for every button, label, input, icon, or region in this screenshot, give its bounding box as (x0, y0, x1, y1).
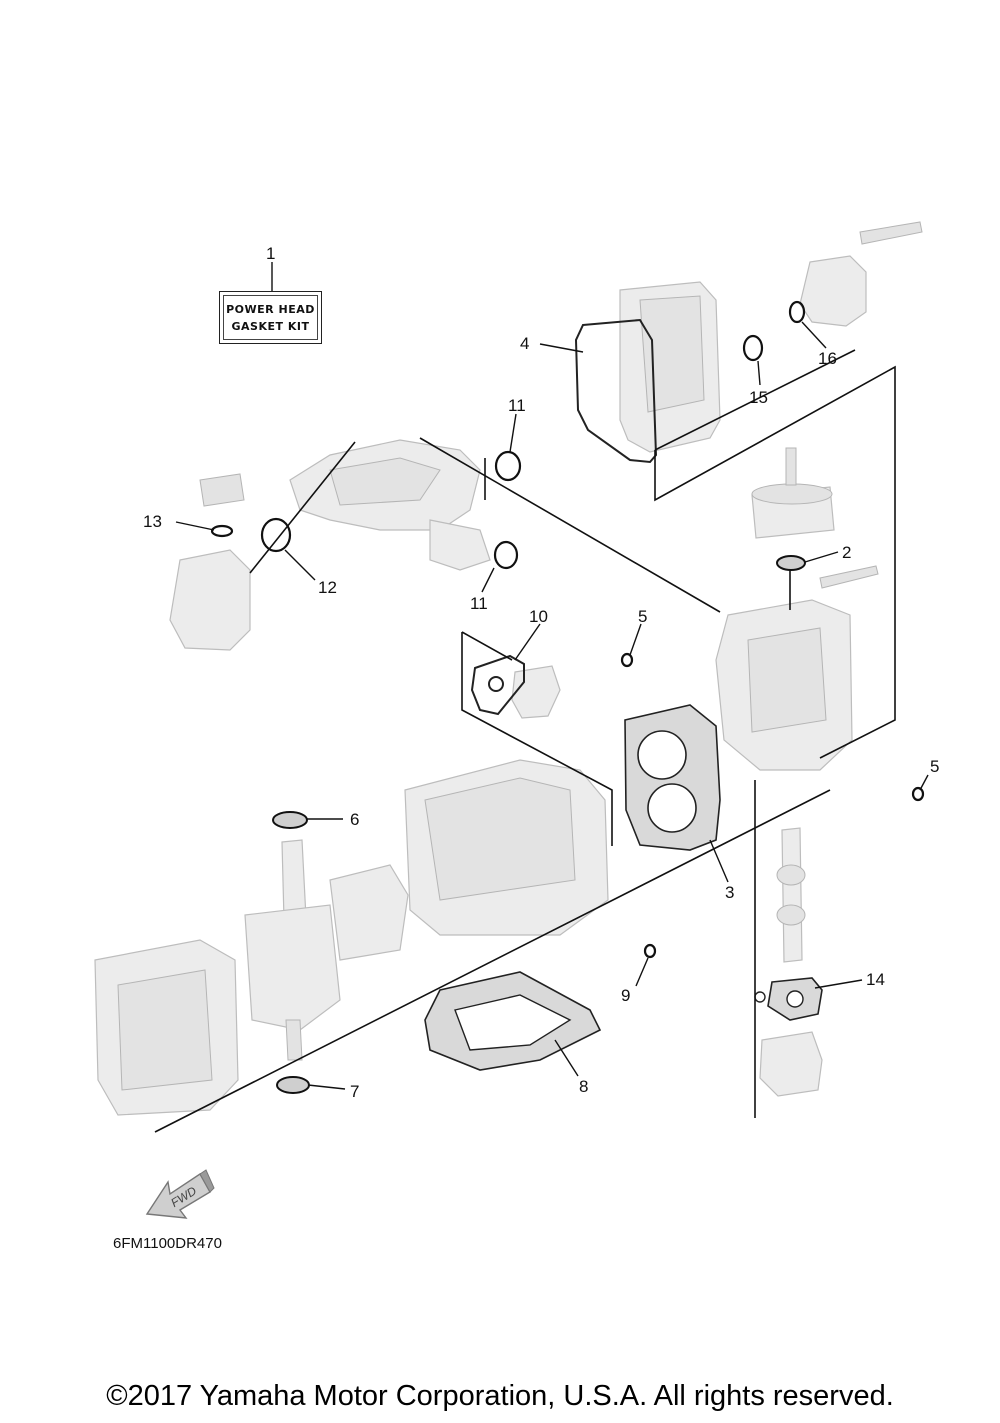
callout-2: 2 (842, 543, 851, 562)
callout-11a: 11 (508, 396, 526, 415)
callout-14: 14 (866, 970, 885, 989)
callout-11b: 11 (470, 594, 488, 613)
gasket-kit-label-inner: POWER HEAD GASKET KIT (223, 295, 318, 340)
copyright-notice: ©2017 Yamaha Motor Corporation, U.S.A. A… (106, 1380, 894, 1412)
callout-13: 13 (143, 512, 162, 531)
crankcase-gasket (424, 971, 602, 1071)
intake-ring-11a (494, 450, 522, 482)
housing-gasket-10 (470, 654, 525, 716)
o-ring-15 (742, 334, 764, 362)
fwd-arrow: FWD (145, 1169, 215, 1219)
o-ring-16 (788, 300, 806, 324)
callout-5b: 5 (930, 757, 939, 776)
o-ring-5a (620, 652, 634, 668)
gasket-kit-label: POWER HEAD GASKET KIT (219, 291, 322, 344)
crankshaft-part (244, 839, 409, 1061)
assembly-lines (154, 349, 896, 1133)
callout-8: 8 (579, 1077, 588, 1096)
crankcase-part (94, 939, 239, 1116)
o-ring-5b (911, 786, 925, 802)
pulley-part (751, 447, 835, 539)
callout-12: 12 (318, 578, 337, 597)
callout-4: 4 (520, 334, 529, 353)
oil-seal-2 (776, 555, 806, 571)
o-ring-13 (210, 524, 234, 538)
kit-label-line-1: POWER HEAD (226, 302, 315, 316)
kit-label-line-2: GASKET KIT (231, 319, 310, 333)
oil-seal-7 (276, 1076, 310, 1094)
cylinder-block-part (404, 759, 609, 936)
oil-seal-6 (272, 811, 308, 829)
water-outlet-part (759, 1031, 823, 1097)
callout-16: 16 (818, 349, 837, 368)
callout-6: 6 (350, 810, 359, 829)
leader-lines (175, 262, 929, 1090)
outlet-gasket-14 (754, 977, 823, 1021)
water-housing-part (511, 665, 561, 719)
camshaft-part (776, 827, 806, 963)
callout-7: 7 (350, 1082, 359, 1101)
thermostat-cover-part (799, 221, 923, 327)
o-ring-9 (643, 943, 657, 959)
cylinder-head-part (715, 565, 879, 771)
diagram-code: 6FM1100DR470 (113, 1235, 222, 1252)
callout-3: 3 (725, 883, 734, 902)
cylinder-head-gasket (624, 704, 721, 851)
callout-15: 15 (749, 388, 768, 407)
callout-10: 10 (529, 607, 548, 626)
carburetor-part (169, 473, 251, 651)
head-cover-part (619, 281, 721, 453)
intake-manifold-part (289, 439, 491, 571)
head-cover-gasket (574, 318, 658, 464)
callout-1: 1 (266, 244, 275, 263)
callout-5a: 5 (638, 607, 647, 626)
intake-gasket-12 (260, 517, 292, 553)
callout-9: 9 (621, 986, 630, 1005)
intake-ring-11b (493, 540, 519, 570)
